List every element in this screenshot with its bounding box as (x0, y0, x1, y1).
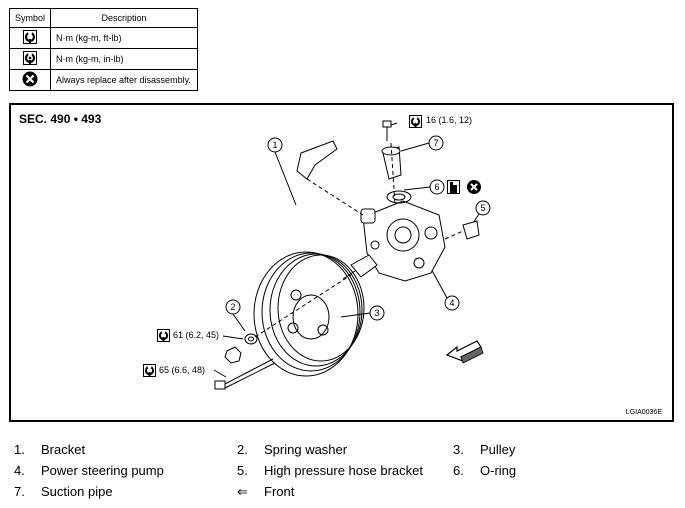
torque-label-long-bolt: 65 (6.6, 48) (159, 365, 206, 375)
spring-washer (244, 333, 258, 345)
callout-2 (225, 299, 246, 332)
long-bolt (214, 358, 276, 390)
part-name: High pressure hose bracket (264, 463, 423, 478)
callout-label-6: 6 (434, 182, 439, 192)
part-number: 1. (14, 442, 25, 457)
part-number: 5. (237, 463, 248, 478)
callout-7 (400, 135, 444, 152)
legend-description: Always replace after disassembly. (50, 69, 199, 91)
symbol-legend-table: Symbol Description N·m (kg-m, ft-lb) N·m… (8, 8, 199, 91)
power-steering-pump-diagram: 1 2 3 4 5 6 7 (143, 115, 491, 390)
bracket (296, 140, 364, 216)
legend-header-description: Description (50, 8, 199, 28)
torque-wrench-inlb-icon (23, 51, 37, 65)
callout-label-3: 3 (374, 308, 379, 318)
part-number: 4. (14, 463, 25, 478)
callout-label-2: 2 (230, 302, 235, 312)
part-name: Suction pipe (41, 484, 113, 499)
nut (224, 346, 242, 364)
torque-wrench-icon (157, 329, 170, 342)
section-label: SEC. 490 • 493 (19, 112, 102, 126)
legend-row: N·m (kg-m, ft-lb) (8, 27, 199, 49)
torque-wrench-icon (409, 115, 422, 128)
callout-label-4: 4 (449, 298, 454, 308)
callout-6 (403, 179, 445, 195)
part-number: 3. (453, 442, 464, 457)
part-name: Front (264, 484, 295, 499)
torque-label-washer: 61 (6.2, 45) (173, 330, 220, 340)
callout-label-1: 1 (272, 140, 277, 150)
power-steering-pump (342, 200, 446, 282)
part-name: Bracket (41, 442, 86, 457)
torque-wrench-icon (143, 364, 156, 377)
part-number: 6. (453, 463, 464, 478)
replace-x-icon (467, 180, 481, 194)
top-bolt (382, 120, 392, 141)
legend-row: Always replace after disassembly. (8, 69, 199, 91)
high-pressure-hose-bracket (444, 220, 480, 240)
legend-header-row: Symbol Description (8, 8, 199, 28)
legend-description: N·m (kg-m, ft-lb) (50, 27, 199, 49)
front-arrow-icon (445, 340, 484, 364)
legend-row: N·m (kg-m, in-lb) (8, 48, 199, 70)
figure-code: LGIA0036E (625, 409, 662, 416)
apply-fluid-icon (447, 180, 460, 194)
torque-wrench-icon (23, 30, 37, 44)
part-name: Pulley (480, 442, 516, 457)
legend-header-symbol: Symbol (8, 8, 52, 28)
replace-x-icon (22, 71, 38, 87)
front-arrow-symbol: ⇐ (237, 484, 248, 499)
callout-label-7: 7 (433, 138, 438, 148)
callout-label-5: 5 (480, 203, 485, 213)
part-name: Spring washer (264, 442, 348, 457)
part-number: 7. (14, 484, 25, 499)
part-name: Power steering pump (41, 463, 164, 478)
torque-label-top-bolt: 16 (1.6, 12) (426, 115, 473, 125)
callout-3 (340, 305, 385, 321)
pulley (253, 251, 365, 377)
legend-description: N·m (kg-m, in-lb) (50, 48, 199, 70)
suction-pipe (381, 146, 412, 204)
part-number: 2. (237, 442, 248, 457)
part-name: O-ring (480, 463, 517, 478)
exploded-view-figure: 1 2 3 4 5 6 7 (9, 103, 674, 422)
callout-1 (267, 137, 297, 206)
